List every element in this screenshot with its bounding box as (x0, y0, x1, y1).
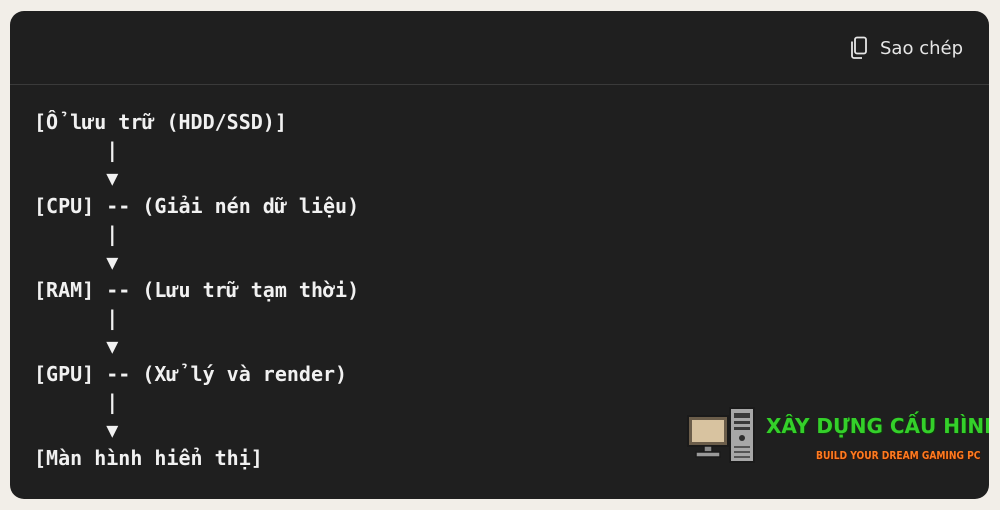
watermark-subtitle: BUILD YOUR DREAM GAMING PC (816, 449, 981, 462)
watermark-logo: XÂY DỰNG CẤU HÌNH BUILD YOUR DREAM GAMIN… (686, 406, 989, 476)
code-line: [Màn hình hiển thị] (34, 446, 263, 470)
code-content: [Ổ lưu trữ (HDD/SSD)] | ▼ [CPU] -- (Giải… (34, 108, 359, 472)
watermark-title: XÂY DỰNG CẤU HÌNH (766, 414, 989, 438)
code-line: | (34, 306, 119, 330)
code-line: [RAM] -- (Lưu trữ tạm thời) (34, 278, 360, 302)
code-block: Sao chép [Ổ lưu trữ (HDD/SSD)] | ▼ [CPU]… (10, 11, 989, 499)
code-line: [Ổ lưu trữ (HDD/SSD)] (34, 110, 287, 134)
copy-label: Sao chép (880, 37, 963, 59)
copy-icon (850, 36, 868, 60)
code-line: ▼ (34, 334, 119, 358)
computer-logo-icon (686, 406, 758, 468)
code-line: ▼ (34, 250, 119, 274)
copy-button[interactable]: Sao chép (850, 35, 963, 61)
code-line: | (34, 138, 119, 162)
code-line: | (34, 222, 119, 246)
code-line: ▼ (34, 418, 119, 442)
code-line: ▼ (34, 166, 119, 190)
code-line: [CPU] -- (Giải nén dữ liệu) (34, 194, 360, 218)
code-line: | (34, 390, 119, 414)
code-block-header: Sao chép (10, 11, 989, 85)
code-line: [GPU] -- (Xử lý và render) (34, 362, 348, 386)
